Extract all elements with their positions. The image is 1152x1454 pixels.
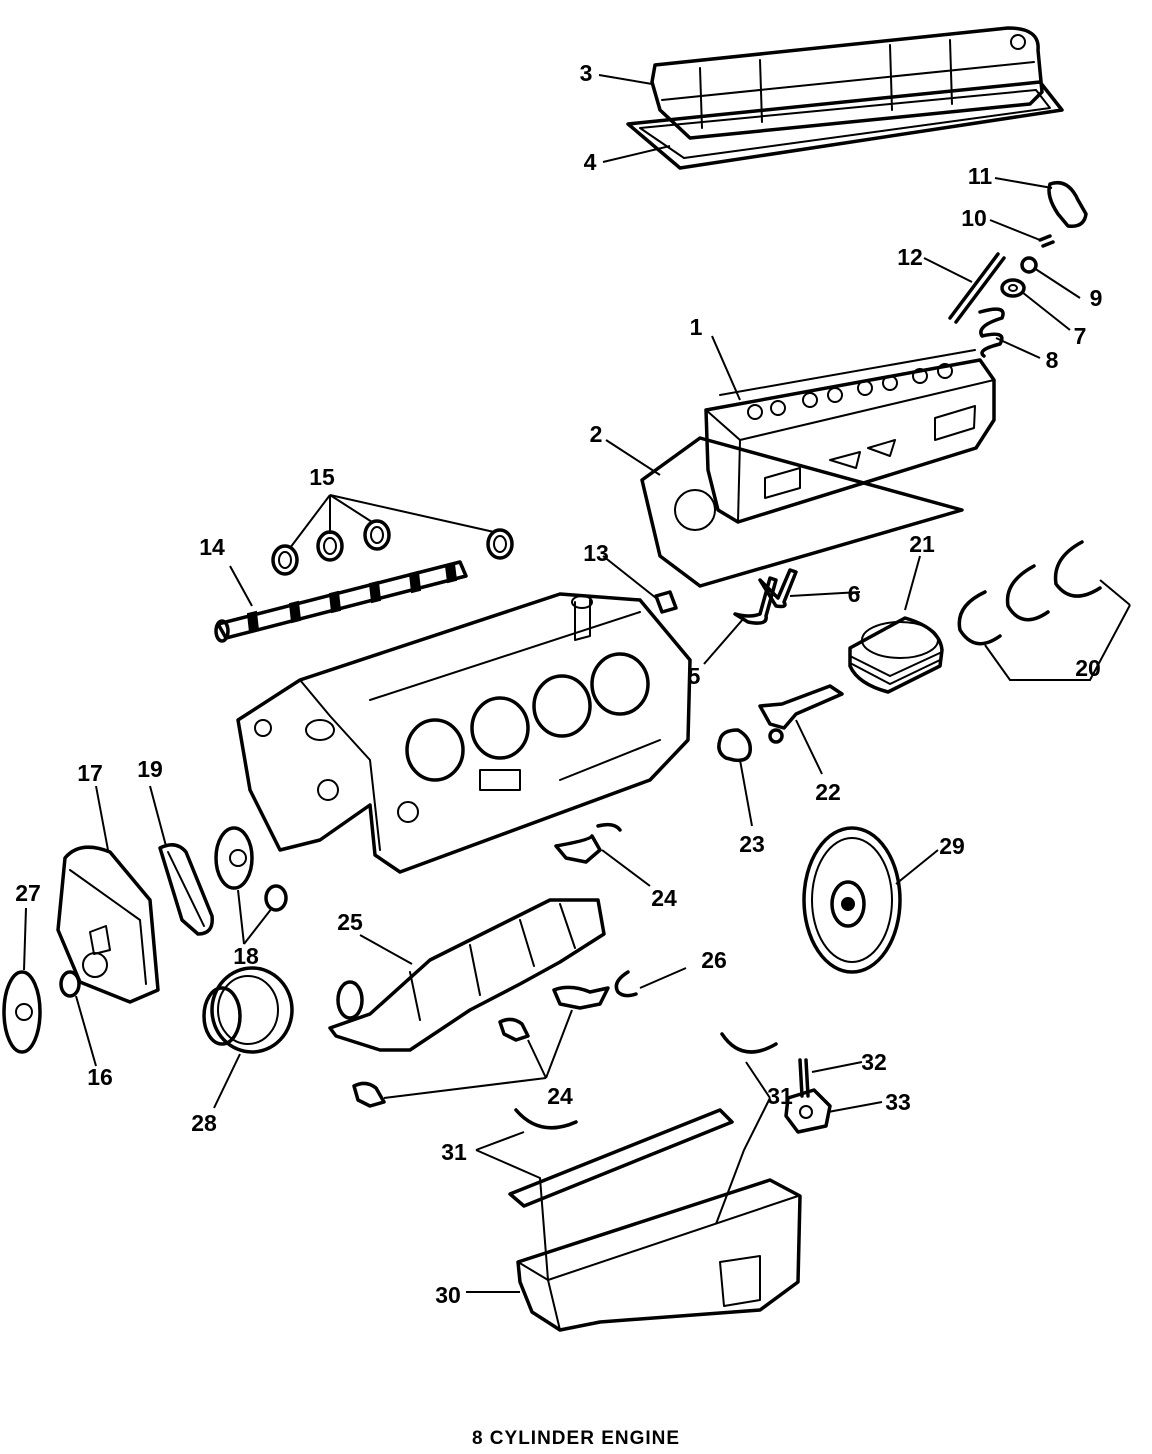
crankshaft-pulley [2,970,42,1054]
leader-lines [23,74,1131,1293]
callout-17: 17 [77,760,103,786]
front-seal [59,970,81,998]
timing-chain [158,843,214,936]
spring-retainer [1000,278,1026,298]
callout-18: 18 [233,943,259,969]
rear-main-seal [514,1032,778,1130]
timing-cover [56,845,160,1004]
cam-sprocket [214,826,254,890]
piston [848,616,944,694]
callout-14: 14 [199,534,225,560]
callout-13: 13 [583,540,609,566]
cylinder-head [704,349,996,524]
piston-rings [957,540,1102,646]
exhaust-valve [733,576,778,625]
callout-24-lower: 24 [547,1083,573,1109]
camshaft [214,560,468,643]
valve-seal [1020,256,1038,274]
callout-labels: 3 4 1 2 11 10 12 9 7 8 15 14 13 21 6 5 2… [15,60,1102,1308]
oil-pump-shaft [798,1058,810,1098]
callout-31-left: 31 [441,1139,467,1165]
callout-8: 8 [1046,347,1059,373]
cam-bearings [271,519,514,576]
callout-30: 30 [435,1282,461,1308]
callout-2: 2 [590,421,603,447]
callout-4: 4 [584,149,597,175]
hydraulic-lifter [654,590,678,614]
crank-sprocket [264,884,288,912]
callout-3: 3 [580,60,593,86]
callout-20: 20 [1075,655,1101,681]
callout-6: 6 [848,581,861,607]
callout-23: 23 [739,831,765,857]
harmonic-balancer [202,966,294,1054]
rocker-arm [1047,181,1088,228]
callout-32: 32 [861,1049,887,1075]
flywheel [802,826,902,974]
callout-19: 19 [137,756,163,782]
callout-28: 28 [191,1110,217,1136]
oil-pan [516,1178,802,1332]
rod-bearing [717,728,752,763]
callout-1: 1 [690,314,703,340]
valve-keepers [1038,234,1055,248]
callout-29: 29 [939,833,965,859]
callout-24-upper: 24 [651,885,677,911]
callout-26: 26 [701,947,727,973]
callout-31-right: 31 [767,1083,793,1109]
valve-cover [650,26,1044,140]
callout-22: 22 [815,779,841,805]
engine-block [236,592,692,874]
callout-7: 7 [1074,323,1087,349]
thrust-bearing [614,970,638,998]
callout-33: 33 [885,1089,911,1115]
crankshaft [328,898,606,1052]
connecting-rod [758,684,844,744]
head-gasket [640,436,964,588]
callout-27: 27 [15,880,41,906]
callout-16: 16 [87,1064,113,1090]
diagram-caption: 8 CYLINDER ENGINE [471,1428,681,1449]
callout-11: 11 [968,163,993,189]
oil-pan-gasket [508,1108,734,1208]
callout-9: 9 [1090,285,1103,311]
main-bearing-upper [554,822,622,864]
callout-10: 10 [961,205,987,231]
callout-21: 21 [909,531,935,557]
valve-cover-gasket [626,80,1064,170]
callout-15: 15 [309,464,335,490]
pushrod [948,252,1006,324]
oil-pump [784,1088,832,1134]
callout-12: 12 [897,244,923,270]
callout-5: 5 [688,663,701,689]
callout-25: 25 [337,909,363,935]
main-bearing-lower [352,985,610,1108]
valve-spring [978,307,1005,358]
